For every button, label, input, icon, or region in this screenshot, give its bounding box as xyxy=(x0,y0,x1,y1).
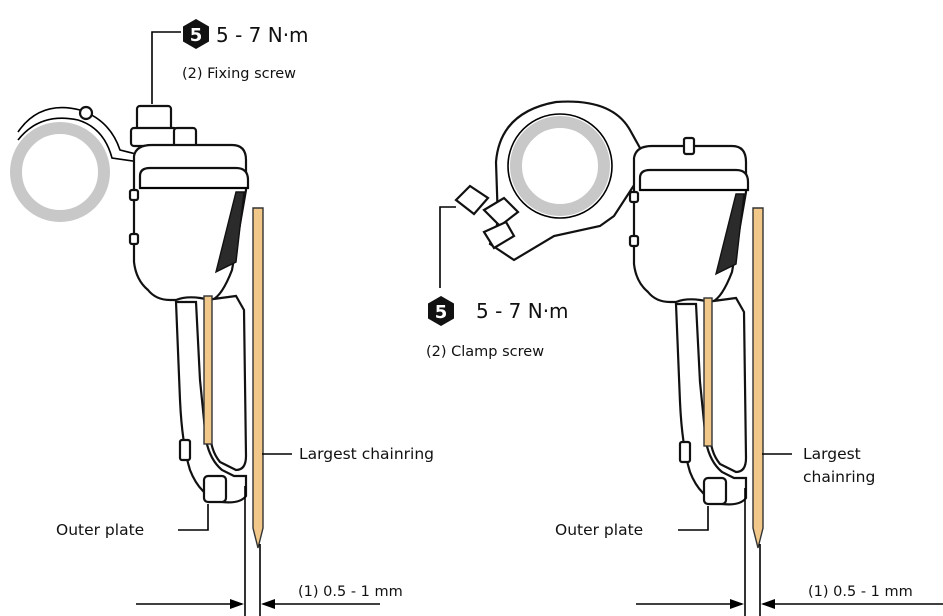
right-seat-tube xyxy=(510,116,610,216)
left-screw-leader xyxy=(151,31,181,104)
right-outer-plate xyxy=(702,476,728,506)
left-assembly: 5 5 - 7 N·m (2) Fixing screw Largest cha… xyxy=(10,19,434,616)
right-clearance-label: (1) 0.5 - 1 mm xyxy=(808,584,913,600)
right-screw-leader xyxy=(439,206,456,288)
left-body-shadow xyxy=(214,191,245,274)
left-seat-tube xyxy=(10,122,110,222)
left-clamp-bolt-head xyxy=(78,105,94,121)
left-fixing-screw xyxy=(135,104,173,132)
right-clamp-screw xyxy=(454,184,490,216)
right-torque-hexagon-icon xyxy=(428,296,454,326)
left-largest-chainring xyxy=(252,207,264,549)
left-clearance-label: (1) 0.5 - 1 mm xyxy=(298,584,403,600)
right-assembly: 5 5 - 7 N·m (2) Clamp screw Largest chai… xyxy=(426,100,943,616)
left-outer-plate-label: Outer plate xyxy=(56,521,144,539)
right-chainring-label-line2: chainring xyxy=(803,468,875,486)
left-outer-plate-leader xyxy=(178,504,209,531)
right-torque-badge-number: 5 xyxy=(435,302,448,323)
right-screw-label: (2) Clamp screw xyxy=(426,344,544,360)
right-chainring-label-line1: Largest xyxy=(803,445,861,463)
left-chainring-label: Largest chainring xyxy=(299,445,434,463)
right-outer-plate-leader xyxy=(678,506,709,531)
left-outer-plate xyxy=(202,474,228,504)
left-screw-label: (2) Fixing screw xyxy=(182,66,296,82)
left-torque-badge-number: 5 xyxy=(190,25,203,46)
right-torque-value: 5 - 7 N·m xyxy=(476,299,569,323)
left-inner-plate-ring xyxy=(203,295,213,445)
left-torque-hexagon-icon xyxy=(183,19,209,49)
left-torque-value: 5 - 7 N·m xyxy=(216,23,309,47)
right-outer-plate-label: Outer plate xyxy=(555,521,643,539)
right-largest-chainring xyxy=(752,207,764,549)
